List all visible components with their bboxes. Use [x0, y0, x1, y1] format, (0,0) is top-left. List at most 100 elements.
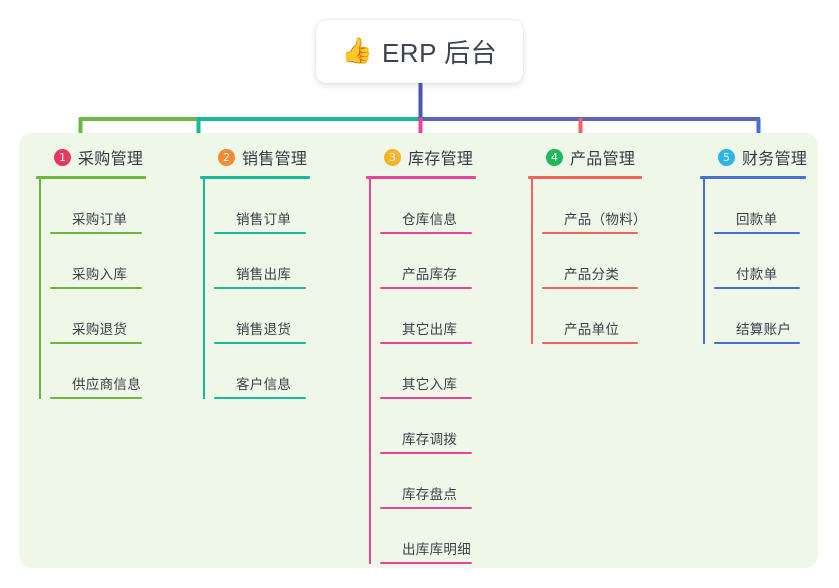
- column-header-4[interactable]: 4 产品管理: [528, 143, 647, 171]
- leaf-item-label: 付款单: [736, 267, 778, 282]
- column-badge-icon: 2: [218, 148, 235, 166]
- branch-spine: [39, 179, 41, 399]
- leaf-item-label: 采购订单: [72, 212, 128, 227]
- leaf-item-rule: [714, 232, 800, 234]
- branch-2: 销售订单销售出库销售退货客户信息: [200, 179, 310, 399]
- branch-4: 产品（物料） 产品分类产品单位: [528, 179, 647, 344]
- leaf-item-rule: [542, 342, 638, 344]
- leaf-item-label: 采购入库: [72, 267, 128, 282]
- leaf-item-rule: [380, 562, 472, 564]
- column-header-rule: [200, 176, 310, 179]
- leaf-item-rule: [214, 232, 306, 234]
- leaf-item-label: 其它出库: [402, 322, 458, 337]
- leaf-item-label: 产品单位: [564, 322, 620, 337]
- leaf-item-rule: [214, 287, 306, 289]
- column-header-rule: [366, 176, 476, 179]
- column-title: 产品管理: [570, 151, 636, 168]
- leaf-item-label: 销售订单: [236, 212, 292, 227]
- leaf-item[interactable]: 产品（物料）: [542, 179, 647, 234]
- leaf-item-rule: [50, 287, 142, 289]
- leaf-item[interactable]: 产品分类: [542, 234, 647, 289]
- branch-spine: [703, 179, 705, 344]
- leaf-item-label: 出库库明细: [402, 542, 471, 557]
- column-采购管理: 1 采购管理采购订单采购入库采购退货供应商信息: [36, 143, 146, 399]
- leaf-item-label: 销售出库: [236, 267, 292, 282]
- leaf-item-rule: [380, 232, 472, 234]
- leaf-item-label: 销售退货: [236, 322, 292, 337]
- leaf-item[interactable]: 采购退货: [50, 289, 146, 344]
- leaf-item[interactable]: 产品单位: [542, 289, 647, 344]
- column-badge-icon: 5: [718, 148, 735, 166]
- leaf-item[interactable]: 产品库存: [380, 234, 476, 289]
- leaf-item-rule: [380, 507, 472, 509]
- leaf-item[interactable]: 销售退货: [214, 289, 310, 344]
- leaf-item[interactable]: 结算账户: [714, 289, 807, 344]
- branch-3: 仓库信息产品库存其它出库其它入库库存调拨库存盘点出库库明细: [366, 179, 476, 564]
- leaf-item-rule: [380, 397, 472, 399]
- leaf-item-rule: [50, 397, 142, 399]
- leaf-item-rule: [50, 342, 142, 344]
- branch-spine: [369, 179, 371, 564]
- leaf-item[interactable]: 库存调拨: [380, 399, 476, 454]
- column-badge-icon: 4: [546, 148, 563, 166]
- leaf-item-label: 产品分类: [564, 267, 620, 282]
- branch-spine: [531, 179, 533, 344]
- branch-1: 采购订单采购入库采购退货供应商信息: [36, 179, 146, 399]
- column-库存管理: 3 库存管理仓库信息产品库存其它出库其它入库库存调拨库存盘点出库库明细: [366, 143, 476, 564]
- leaf-item[interactable]: 采购订单: [50, 179, 146, 234]
- leaf-item[interactable]: 付款单: [714, 234, 807, 289]
- column-产品管理: 4 产品管理产品（物料） 产品分类产品单位: [528, 143, 647, 344]
- leaf-item-label: 结算账户: [736, 322, 792, 337]
- leaf-item-rule: [542, 232, 638, 234]
- leaf-item-rule: [50, 232, 142, 234]
- leaf-item[interactable]: 回款单: [714, 179, 807, 234]
- column-销售管理: 2 销售管理销售订单销售出库销售退货客户信息: [200, 143, 310, 399]
- leaf-item[interactable]: 其它入库: [380, 344, 476, 399]
- leaf-item-label: 采购退货: [72, 322, 128, 337]
- branch-5: 回款单付款单结算账户: [700, 179, 807, 344]
- root-node[interactable]: 👍 ERP 后台: [316, 20, 523, 83]
- diagram-panel: [19, 133, 818, 568]
- leaf-item-rule: [380, 287, 472, 289]
- leaf-item-rule: [214, 397, 306, 399]
- thumbs-up-icon: 👍: [341, 37, 373, 65]
- leaf-item-label: 供应商信息: [72, 377, 141, 392]
- column-header-2[interactable]: 2 销售管理: [200, 143, 310, 171]
- column-header-rule: [528, 176, 642, 179]
- leaf-item[interactable]: 库存盘点: [380, 454, 476, 509]
- column-badge-icon: 3: [384, 148, 401, 166]
- leaf-item[interactable]: 出库库明细: [380, 509, 476, 564]
- column-title: 采购管理: [78, 151, 144, 168]
- branch-spine: [203, 179, 205, 399]
- leaf-item-label: 库存盘点: [402, 487, 458, 502]
- leaf-item[interactable]: 采购入库: [50, 234, 146, 289]
- leaf-item[interactable]: 仓库信息: [380, 179, 476, 234]
- leaf-item[interactable]: 销售出库: [214, 234, 310, 289]
- leaf-item[interactable]: 供应商信息: [50, 344, 146, 399]
- leaf-item-label: 库存调拨: [402, 432, 458, 447]
- column-badge-icon: 1: [54, 148, 71, 166]
- leaf-item-label: 仓库信息: [402, 212, 458, 227]
- column-header-1[interactable]: 1 采购管理: [36, 143, 146, 171]
- column-header-rule: [36, 176, 146, 179]
- leaf-item-label: 产品库存: [402, 267, 458, 282]
- leaf-item-rule: [714, 342, 800, 344]
- leaf-item-rule: [214, 342, 306, 344]
- column-title: 库存管理: [408, 151, 474, 168]
- root-title: ERP 后台: [381, 38, 498, 68]
- leaf-item-rule: [542, 287, 638, 289]
- column-header-rule: [700, 176, 806, 179]
- leaf-item[interactable]: 销售订单: [214, 179, 310, 234]
- leaf-item-label: 产品（物料）: [564, 212, 647, 227]
- leaf-item[interactable]: 其它出库: [380, 289, 476, 344]
- column-header-3[interactable]: 3 库存管理: [366, 143, 476, 171]
- leaf-item-rule: [380, 452, 472, 454]
- leaf-item-rule: [380, 342, 472, 344]
- column-title: 销售管理: [242, 151, 308, 168]
- leaf-item[interactable]: 客户信息: [214, 344, 310, 399]
- leaf-item-label: 回款单: [736, 212, 778, 227]
- leaf-item-label: 客户信息: [236, 377, 292, 392]
